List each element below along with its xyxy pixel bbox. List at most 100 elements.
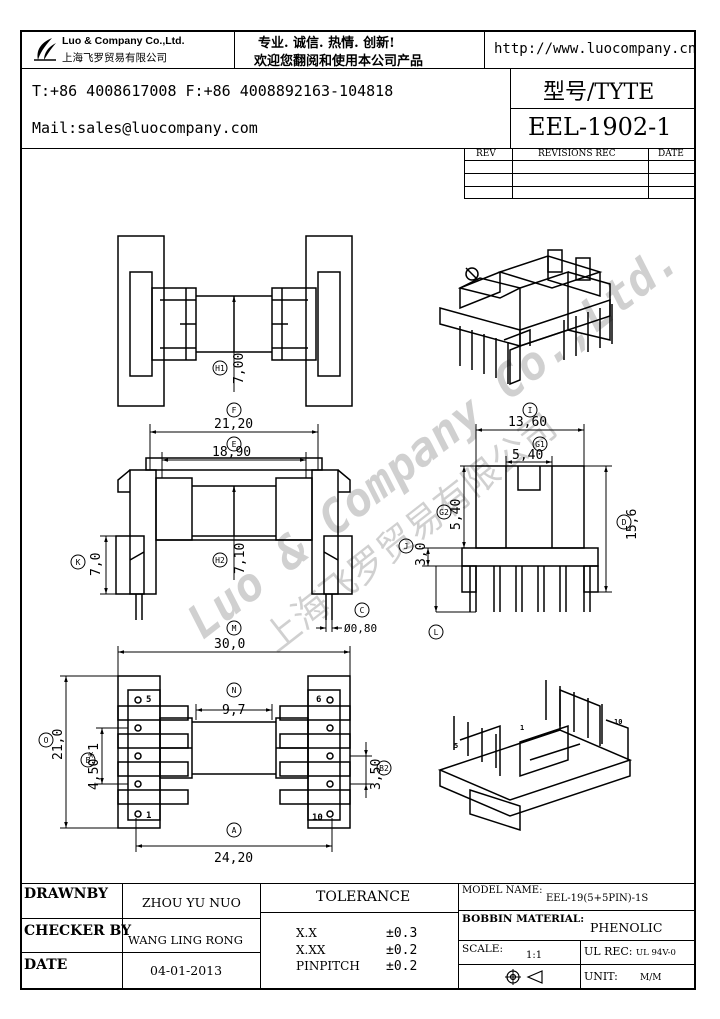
revisions-rec-col-header: REVISIONS REC	[538, 149, 616, 159]
company-logo-icon	[34, 38, 56, 61]
model-name-value: EEL-19(5+5PIN)-1S	[546, 893, 649, 904]
scale-value: 1:1	[526, 950, 543, 961]
iso-pin-label-1: 1	[520, 724, 524, 732]
dim-marker-g1	[532, 436, 548, 452]
dim-marker-m	[226, 620, 242, 636]
drawnby-label: DRAWNBY	[24, 886, 109, 902]
tol-2-value: ±0.2	[386, 943, 418, 958]
header-sep-4	[510, 108, 696, 109]
dim-value-j: 3,0	[414, 543, 429, 566]
dim-letter-b: B	[86, 756, 91, 765]
tb-sep-2	[260, 883, 261, 990]
bottom-view	[117, 675, 351, 829]
tb-sep-3	[458, 883, 459, 990]
tb-right-row-3	[458, 964, 696, 965]
dim-marker-h2	[212, 552, 228, 568]
header-sep-2	[484, 30, 485, 68]
dim-letter-e: E	[232, 440, 237, 449]
dim-marker-l	[428, 624, 444, 640]
phone-fax: T:+86 4008617008 F:+86 4008892163-104818	[32, 82, 394, 100]
dim-value-a: 24,20	[214, 851, 253, 866]
dim-value-e: 18,90	[212, 445, 251, 460]
scale-label: SCALE:	[462, 943, 503, 955]
projection-symbol-icon	[505, 969, 543, 985]
dim-value-n: 9,7	[222, 703, 245, 718]
dim-letter-f: F	[232, 406, 237, 415]
tol-1-key: X.X	[296, 926, 317, 940]
dim-letter-g1: G1	[535, 440, 545, 449]
watermark: Luo & Company Co.,Ltd. 上海飞罗贸易有限公司	[176, 232, 689, 661]
slogan-line-2: 欢迎您翻阅和使用本公司产品	[254, 54, 424, 69]
dim-value-g1: 5,40	[512, 448, 543, 463]
dim-marker-a	[226, 822, 242, 838]
dim-letter-d: D	[622, 518, 627, 527]
website-url: http://www.luocompany.cn	[494, 41, 697, 57]
checker-value: WANG LING RONG	[128, 933, 243, 947]
company-name-cn: 上海飞罗贸易有限公司	[62, 52, 167, 64]
company-name-en: Luo & Company Co.,Ltd.	[62, 35, 185, 47]
model-number: EEL-1902-1	[528, 113, 672, 141]
dim-letter-o: O	[44, 736, 49, 745]
date-value: 04-01-2013	[150, 963, 223, 978]
dim-marker-i	[522, 402, 538, 418]
dim-letter-c: C	[360, 606, 365, 615]
tol-3-value: ±0.2	[386, 959, 418, 974]
date-label: DATE	[24, 957, 68, 973]
dim-marker-f	[226, 402, 242, 418]
dim-letter-n: N	[232, 686, 237, 695]
dim-marker-o	[38, 732, 54, 748]
dim-value-b: 4,50*1	[87, 743, 102, 790]
tb-sep-1	[122, 883, 123, 990]
dim-marker-d	[616, 514, 632, 530]
dim-value-d: 15,6	[625, 509, 640, 540]
dim-marker-k	[70, 554, 86, 570]
dim-marker-b2	[376, 760, 392, 776]
pin-label-6: 6	[316, 695, 321, 705]
pin-label-1: 1	[146, 811, 151, 821]
bobbin-value: PHENOLIC	[590, 920, 663, 935]
dim-letter-j: J	[404, 542, 409, 551]
dim-value-o: 21,0	[51, 729, 66, 760]
dim-marker-e	[226, 436, 242, 452]
dim-letter-m: M	[232, 624, 237, 633]
title-block-top-line	[20, 883, 696, 884]
tb-row-1	[20, 918, 260, 919]
isometric-view-bottom	[437, 680, 633, 832]
unit-label: UNIT:	[584, 970, 618, 983]
rev-row-2	[464, 173, 696, 174]
iso-pin-label-5: 5	[454, 742, 458, 750]
tb-right-sep	[580, 940, 581, 990]
dim-value-b2: 3,50	[369, 759, 384, 790]
dim-marker-g2	[436, 504, 452, 520]
unit-value: M/M	[640, 973, 662, 983]
drawing-frame	[20, 30, 696, 990]
dim-marker-h1	[212, 360, 228, 376]
side-view	[461, 465, 599, 612]
dim-letter-h2: H2	[215, 556, 225, 565]
dim-marker-b	[80, 752, 96, 768]
dim-letter-l: L	[434, 628, 439, 637]
checker-label: CHECKER BY	[24, 923, 132, 939]
tb-right-row-1	[458, 910, 696, 911]
dim-letter-k: K	[76, 558, 81, 567]
dim-letter-a: A	[232, 826, 237, 835]
tol-1-value: ±0.3	[386, 926, 418, 941]
date-col-header: DATE	[658, 149, 684, 159]
rev-col-header: REV	[476, 149, 496, 159]
bobbin-label: BOBBIN MATERIAL:	[462, 913, 585, 925]
tol-2-key: X.XX	[296, 943, 326, 957]
rev-row-4	[464, 198, 696, 199]
dim-value-m: 30,0	[214, 637, 245, 652]
dim-value-c: Ø0,80	[344, 622, 377, 635]
dim-value-k: 7,0	[89, 553, 104, 576]
isometric-view-top	[439, 249, 613, 386]
pin-label-5: 5	[146, 695, 151, 705]
rev-row-1	[464, 160, 696, 161]
dim-value-h2: 7,10	[233, 543, 248, 574]
iso-pin-label-10: 10	[614, 718, 622, 726]
ul-value: UL 94V-0	[636, 948, 676, 958]
technical-drawing: Luo & Company Co.,Ltd. 上海飞罗贸易有限公司	[38, 232, 689, 866]
tb-tol-sep	[260, 912, 458, 913]
rev-row-3	[464, 186, 696, 187]
type-label: 型号/TYTE	[543, 80, 655, 105]
